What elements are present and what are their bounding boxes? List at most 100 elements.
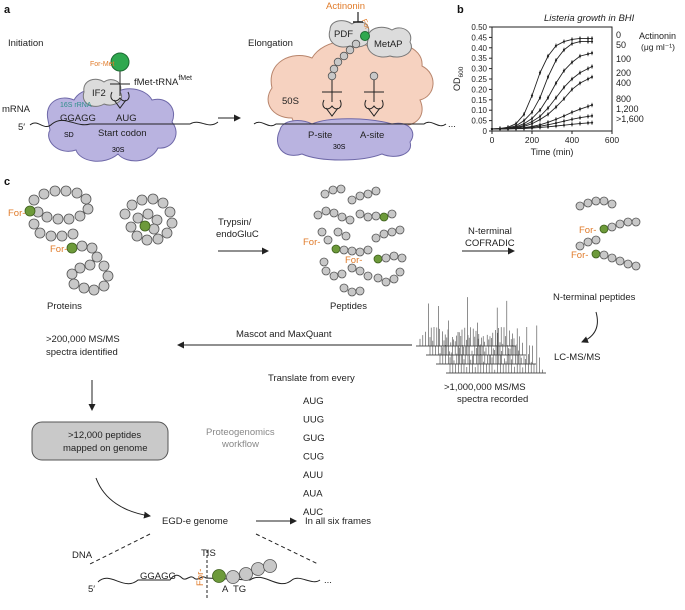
for-tag-peptide-2: For- (345, 255, 362, 266)
data-point (570, 88, 574, 91)
codon-auu: AUU (303, 470, 323, 481)
codon-aug: AUG (303, 396, 324, 407)
dna-five-prime: 5′ (88, 584, 95, 595)
pdf-label: PDF (334, 29, 353, 40)
y-tick-label: 0.50 (471, 23, 487, 32)
series-line-7 (492, 122, 593, 130)
data-point (538, 96, 542, 99)
data-point (586, 52, 590, 56)
for-tag-protein-2: For- (50, 244, 67, 255)
aug-codon: AUG (116, 113, 137, 124)
data-point (514, 127, 518, 130)
rrna-16s-label: 16S rRNA (60, 102, 92, 109)
data-point (538, 126, 542, 129)
data-point (570, 42, 574, 45)
data-point (538, 118, 542, 121)
elongation-label: Elongation (248, 38, 293, 49)
chart-title: Listeria growth in BHI (544, 13, 635, 24)
y-tick-label: 0.35 (471, 54, 487, 63)
peptide-bead-fragments (313, 184, 407, 297)
data-point (530, 122, 534, 125)
for-tag-protein-1: For- (8, 208, 25, 219)
for-tag-peptide-1: For- (303, 237, 320, 248)
data-point (586, 77, 590, 81)
for-tag-nterm-1: For- (579, 225, 596, 236)
genome-label: EGD-e genome (162, 516, 228, 527)
data-point (554, 96, 558, 99)
formyl-met-elongation-bead (360, 31, 370, 41)
data-point (590, 65, 594, 68)
start-codon-label: Start codon (98, 128, 147, 139)
dna-peptide-beads (212, 559, 277, 584)
zoom-line-left (89, 533, 151, 565)
data-point (546, 107, 550, 110)
data-point (562, 48, 566, 51)
data-point (562, 86, 566, 89)
data-point (590, 51, 594, 55)
data-point (538, 115, 542, 118)
dna-sd-sequence: GGAGG (140, 571, 176, 582)
series-line-2 (491, 52, 593, 130)
data-point (498, 127, 502, 131)
series-label: >1,600 (616, 114, 644, 124)
mapped-peptides-box (31, 421, 169, 461)
data-point (570, 111, 574, 114)
data-point (530, 111, 534, 114)
mapped-line2: mapped on genome (63, 443, 148, 454)
growth-chart: 00.050.100.150.200.250.300.350.400.450.5… (452, 23, 676, 157)
data-point (538, 109, 542, 112)
data-point (506, 127, 510, 131)
sd-label: SD (64, 132, 74, 139)
codon-auc: AUC (303, 507, 323, 518)
data-point (530, 117, 534, 120)
x-tick-label: 600 (605, 135, 619, 145)
dna-atg-a: A (222, 584, 229, 595)
data-point (538, 71, 542, 74)
data-point (590, 37, 594, 40)
y-tick-label: 0.25 (471, 75, 487, 84)
initiation-label: Initiation (8, 38, 43, 49)
y-tick-label: 0.30 (471, 65, 487, 74)
endogluc-label: endoGluC (216, 229, 259, 240)
data-point (522, 119, 526, 122)
p-site-trna (322, 80, 342, 117)
data-point (586, 67, 590, 70)
arrow-to-genome (95, 477, 151, 519)
y-tick-label: 0.15 (471, 96, 487, 105)
data-point (562, 69, 566, 72)
data-point (578, 108, 582, 111)
trypsin-label: Trypsin/ (218, 217, 252, 228)
arrow-to-lcmsms (581, 311, 598, 343)
y-tick-label: 0.45 (471, 33, 487, 42)
data-point (562, 124, 566, 127)
data-point (546, 55, 550, 58)
elongation-30s-label: 30S (333, 144, 346, 151)
fifty-s-label: 50S (282, 96, 299, 107)
data-point (590, 114, 594, 117)
y-tick-label: 0.40 (471, 44, 487, 53)
legend-title: Actinonin (639, 31, 676, 41)
lcmsms-label: LC-MS/MS (554, 352, 600, 363)
y-axis-label: OD600 (452, 66, 465, 91)
workflow-label-line1: Proteogenomics (206, 427, 275, 438)
data-point (522, 113, 526, 116)
peptides-label: Peptides (330, 301, 367, 312)
metap-label: MetAP (374, 39, 403, 50)
chart-frame (491, 26, 613, 132)
series-label: 100 (616, 54, 631, 64)
series-label: 200 (616, 68, 631, 78)
data-point (554, 105, 558, 109)
y-tick-label: 0.10 (471, 106, 487, 115)
initiation-30s-label: 30S (112, 147, 125, 154)
data-point (570, 38, 574, 41)
elongation-30s-subunit (277, 118, 414, 161)
metap-enzyme (366, 26, 412, 58)
series-line-3 (491, 66, 593, 130)
data-point (546, 113, 550, 116)
data-point (562, 114, 566, 118)
data-point (546, 121, 550, 124)
data-point (554, 121, 558, 125)
for-tag-dna: For- (195, 569, 206, 586)
